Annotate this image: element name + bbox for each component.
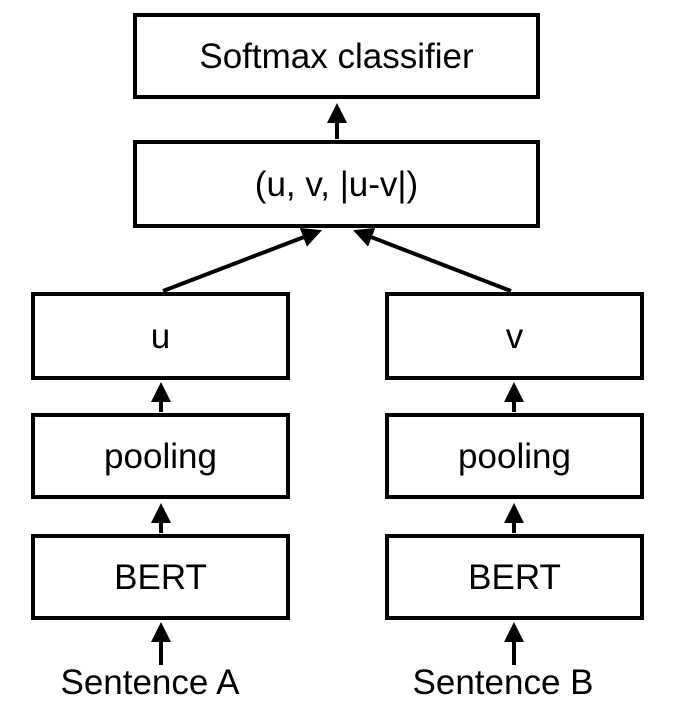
v-embedding-box: v [385, 292, 644, 380]
arrow-v-to-concat [353, 227, 512, 293]
v-embedding-label: v [505, 316, 524, 356]
bert-left-box: BERT [31, 534, 290, 620]
sentence-b-input-label: Sentence B [383, 660, 623, 704]
u-embedding-label: u [150, 316, 171, 356]
pooling-right-label: pooling [458, 436, 571, 476]
u-embedding-box: u [31, 292, 290, 380]
pooling-left-label: pooling [104, 436, 217, 476]
sentence-a-text: Sentence A [60, 662, 240, 702]
bert-right-label: BERT [468, 557, 561, 597]
concat-uvdiff-box: (u, v, |u-v|) [133, 140, 540, 228]
pooling-left-box: pooling [31, 413, 290, 499]
softmax-classifier-label: Softmax classifier [199, 36, 474, 76]
softmax-classifier-box: Softmax classifier [133, 13, 540, 99]
concat-uvdiff-label: (u, v, |u-v|) [254, 164, 419, 204]
bert-right-box: BERT [385, 534, 644, 620]
arrow-u-to-concat [162, 227, 322, 293]
sentence-b-text: Sentence B [412, 662, 594, 702]
bert-left-label: BERT [114, 557, 207, 597]
sentence-a-input-label: Sentence A [30, 660, 270, 704]
pooling-right-box: pooling [385, 413, 644, 499]
